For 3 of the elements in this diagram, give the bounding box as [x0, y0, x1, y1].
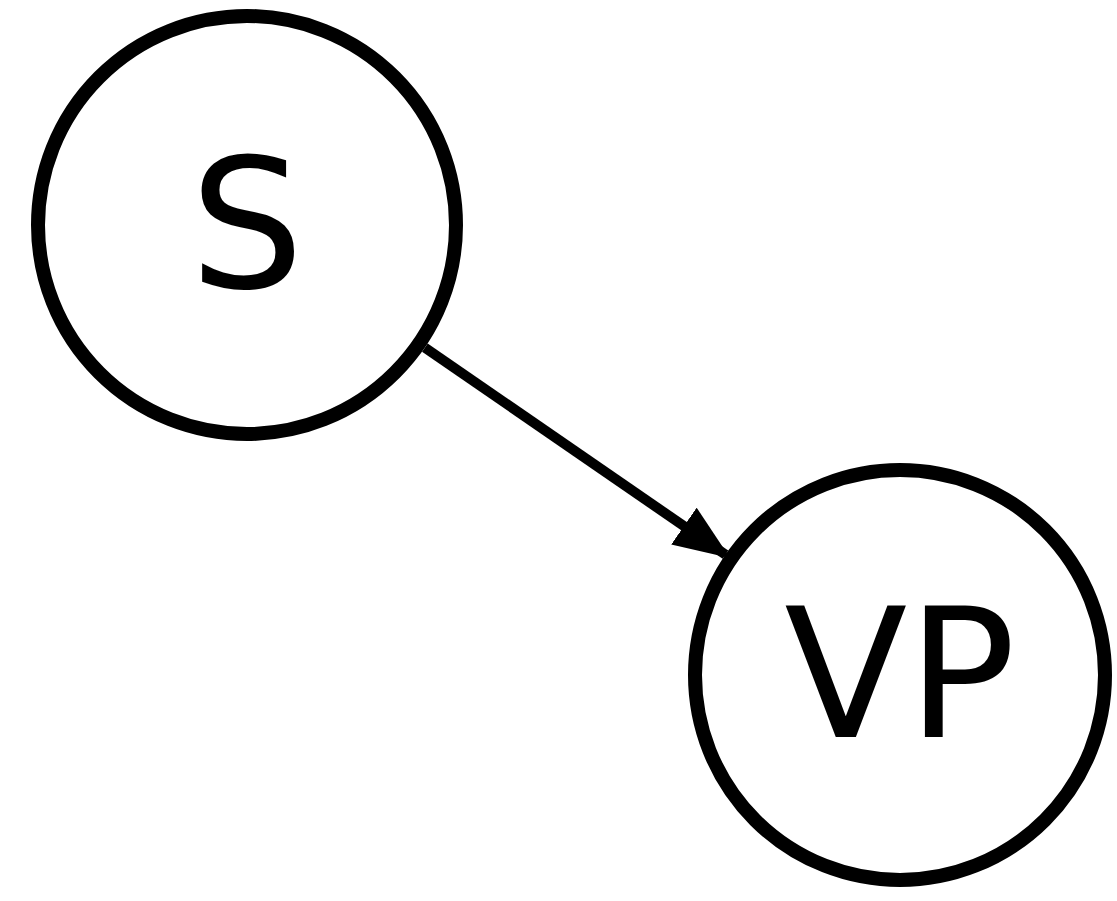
arrow — [422, 343, 731, 559]
node-label: S — [189, 135, 305, 315]
node-label: VP — [784, 585, 1016, 765]
